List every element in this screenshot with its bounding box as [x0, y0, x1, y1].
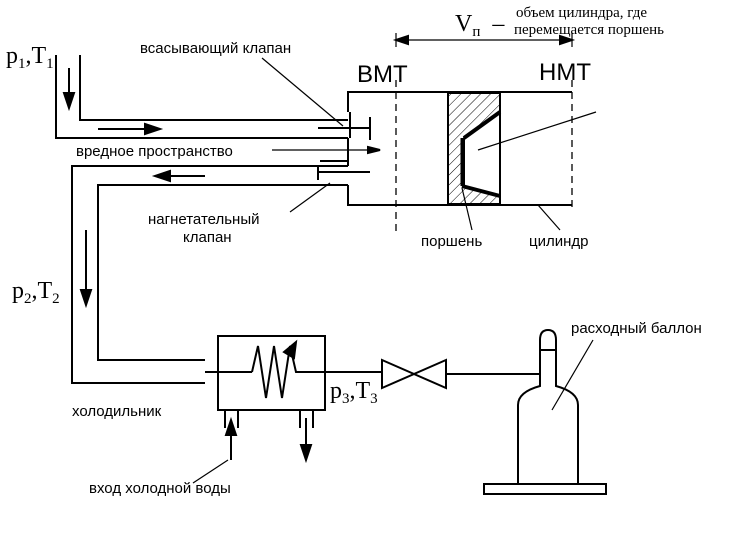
receiver-bottle: [483, 328, 607, 495]
inlet-pipe: [55, 55, 351, 139]
state-2-sep: ,: [31, 278, 38, 304]
tdc-label: ВМТ: [357, 61, 408, 88]
state-3-p: p: [330, 378, 342, 404]
discharge-down-arrow: [79, 230, 93, 309]
leader-cylinder: [537, 204, 561, 231]
stroke-volume-desc-line2: перемещается поршень: [514, 22, 665, 38]
discharge-flow-arrow: [151, 169, 205, 183]
discharge-valve-label-line2: клапан: [183, 229, 232, 246]
state-1-t: T: [31, 43, 47, 69]
cooler: [205, 335, 326, 428]
state-1-t-sub: 1: [46, 56, 54, 72]
cylinder-label: цилиндр: [529, 233, 589, 250]
piston-label: поршень: [421, 233, 483, 250]
cooler-label: холодильник: [72, 403, 162, 420]
state-3-label: p3,T3: [330, 379, 378, 407]
stroke-volume-sub: п: [472, 24, 481, 40]
stroke-volume-desc-line1: объем цилиндра, где: [516, 5, 647, 21]
stroke-volume-v: V: [455, 11, 473, 37]
water-inlet-arrow: [224, 416, 238, 460]
discharge-valve: [317, 165, 370, 180]
shutoff-valve: [381, 358, 447, 390]
leader-dead-space-arrowhead: [367, 145, 381, 155]
leader-piston: [461, 187, 473, 231]
stroke-volume-dash: –: [492, 11, 505, 37]
water-inlet-label: вход холодной воды: [89, 480, 231, 497]
state-1-label: p1,T1: [6, 44, 54, 72]
leader-discharge-valve: [289, 182, 331, 213]
stroke-volume-symbol: Vп –: [455, 12, 504, 40]
state-2-label: p2,T2: [12, 279, 60, 307]
leader-suction-valve: [261, 57, 344, 127]
state-2-p-sub: 2: [24, 291, 32, 307]
state-1-p-sub: 1: [18, 56, 26, 72]
state-3-p-sub: 3: [342, 391, 350, 407]
receiver-label: расходный баллон: [571, 320, 702, 337]
state-2-t-sub: 2: [52, 291, 60, 307]
stroke-dimension: [392, 33, 576, 47]
discharge-valve-label-line1: нагнетательный: [148, 211, 260, 228]
leader-receiver: [551, 339, 594, 411]
suction-flow-arrow: [98, 122, 164, 136]
dead-space-label: вредное пространство: [76, 143, 233, 160]
state-2-p: p: [12, 278, 24, 304]
discharge-pipe: [71, 161, 349, 384]
inlet-flow-arrow: [62, 68, 76, 112]
state-3-t-sub: 3: [370, 391, 378, 407]
state-2-t: T: [37, 278, 53, 304]
suction-valve-label: всасывающий клапан: [140, 40, 292, 57]
state-1-sep: ,: [25, 43, 32, 69]
suction-valve: [318, 117, 371, 140]
state-3-t: T: [355, 378, 371, 404]
water-outlet-arrow: [299, 418, 313, 464]
state-3-sep: ,: [349, 378, 356, 404]
state-1-p: p: [6, 43, 18, 69]
leader-volume: [477, 111, 597, 151]
leader-water-inlet: [192, 459, 229, 484]
bdc-label: НМТ: [539, 59, 591, 86]
piston: [447, 92, 502, 205]
